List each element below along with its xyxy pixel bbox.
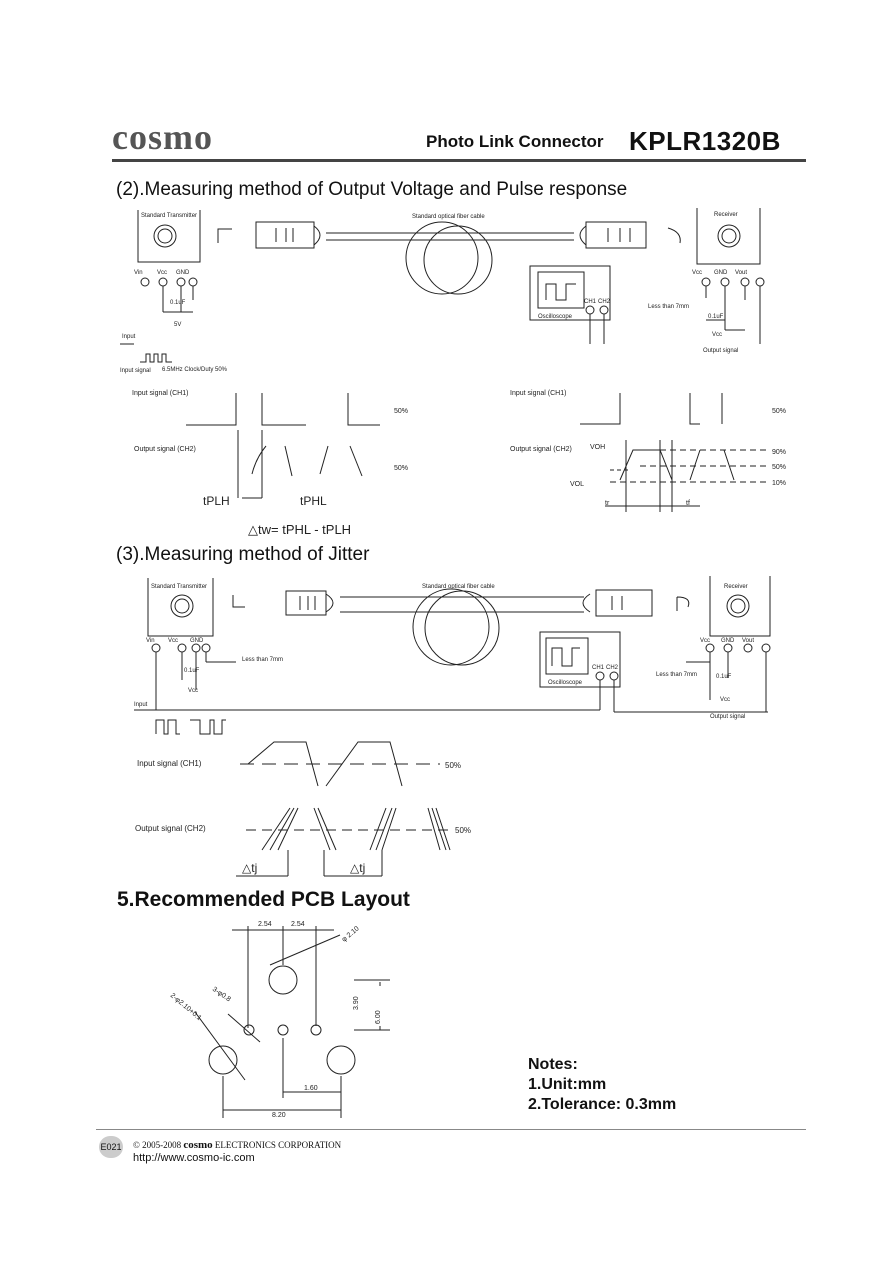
product-title: Photo Link Connector bbox=[426, 132, 604, 151]
notes-block: Notes: 1.Unit:mm 2.Tolerance: 0.3mm bbox=[528, 1055, 676, 1115]
rw-tf: tf bbox=[686, 500, 690, 507]
scope-label: Oscilloscope bbox=[538, 314, 573, 320]
lw-level-in: 50% bbox=[394, 408, 408, 415]
ch2-label: CH2 bbox=[598, 299, 611, 305]
notes-title: Notes: bbox=[528, 1056, 578, 1073]
tx-pin-vin: Vin bbox=[134, 270, 143, 276]
dim-254a: 2.54 bbox=[258, 921, 272, 928]
s3-tx-pin-vin: Vin bbox=[146, 638, 155, 644]
s3-scope-label: Oscilloscope bbox=[548, 680, 583, 686]
s3-rx-pin-gnd: GND bbox=[721, 638, 735, 644]
s3-input: Input bbox=[134, 702, 148, 708]
tx-pin-vcc: Vcc bbox=[157, 270, 167, 276]
rx-label: Receiver bbox=[714, 212, 738, 218]
tx-cap: 0.1uF bbox=[170, 300, 186, 306]
s3-rx-vcc: Vcc bbox=[720, 697, 730, 703]
dim-820: 8.20 bbox=[272, 1112, 286, 1119]
s3-output-wave-label: Output signal (CH2) bbox=[135, 824, 206, 833]
input-signal-label: Input signal bbox=[120, 368, 151, 374]
rw-output-label: Output signal (CH2) bbox=[510, 446, 572, 453]
copyright-prefix: © 2005-2008 bbox=[133, 1140, 182, 1150]
dim-254b: 2.54 bbox=[291, 921, 305, 928]
tx-label: Standard Transmitter bbox=[141, 213, 197, 219]
footer-corp: ELECTRONICS CORPORATION bbox=[214, 1140, 342, 1150]
s3-rx-pin-vout: Vout bbox=[742, 638, 754, 644]
s3-tx-pin-vcc: Vcc bbox=[168, 638, 178, 644]
brand-logo: cosmo bbox=[112, 117, 213, 157]
rw-tr: tr bbox=[605, 500, 610, 507]
s3-tx-less-than: Less than 7mm bbox=[242, 657, 283, 663]
s3-level-out: 50% bbox=[455, 826, 471, 835]
dim-phi210: φ 2.10 bbox=[341, 925, 361, 943]
s3-ch2-label: CH2 bbox=[606, 665, 619, 671]
dim-390: 3.90 bbox=[353, 996, 360, 1010]
cable-label: Standard optical fiber cable bbox=[412, 214, 485, 220]
rx-pin-vcc: Vcc bbox=[692, 270, 702, 276]
rx-output-signal: Output signal bbox=[703, 348, 738, 354]
lw-formula: △tw= tPHL - tPLH bbox=[248, 522, 351, 537]
tx-supply: 5V bbox=[174, 322, 181, 328]
s3-rx-cap: 0.1uF bbox=[716, 674, 732, 680]
s3-tx-label: Standard Transmitter bbox=[151, 584, 207, 590]
model-number: KPLR1320B bbox=[629, 126, 781, 156]
rw-l10: 10% bbox=[772, 480, 786, 487]
lw-level-out: 50% bbox=[394, 465, 408, 472]
section5-title: 5.Recommended PCB Layout bbox=[117, 888, 410, 911]
input-spec: 6.5MHz Clock/Duty 50% bbox=[162, 367, 228, 373]
tx-pin-gnd: GND bbox=[176, 270, 190, 276]
rw-vol: VOL bbox=[570, 481, 584, 488]
rw-l50: 50% bbox=[772, 464, 786, 471]
rx-cap: 0.1uF bbox=[708, 314, 724, 320]
s3-level-in: 50% bbox=[445, 761, 461, 770]
rx-pin-gnd: GND bbox=[714, 270, 728, 276]
rx-less-than: Less than 7mm bbox=[648, 304, 689, 310]
lw-output-label: Output signal (CH2) bbox=[134, 446, 196, 453]
s3-tx-vcc: Vcc bbox=[188, 688, 198, 694]
ch1-label: CH1 bbox=[584, 299, 597, 305]
s3-ch1-label: CH1 bbox=[592, 665, 605, 671]
footer-url[interactable]: http://www.cosmo-ic.com bbox=[133, 1152, 255, 1164]
lw-tplh: tPLH bbox=[203, 494, 230, 508]
footer-copyright: © 2005-2008 cosmo ELECTRONICS CORPORATIO… bbox=[133, 1139, 341, 1151]
s3-output-signal: Output signal bbox=[710, 714, 745, 720]
footer-rule bbox=[96, 1129, 806, 1130]
input-label: Input bbox=[122, 334, 136, 340]
lw-input-label: Input signal (CH1) bbox=[132, 390, 188, 397]
dim-600: 6.00 bbox=[375, 1010, 382, 1024]
s3-rx-pin-vcc: Vcc bbox=[700, 638, 710, 644]
s3-input-wave-label: Input signal (CH1) bbox=[137, 759, 202, 768]
notes-item: 2.Tolerance: 0.3mm bbox=[528, 1096, 677, 1113]
rw-input-label: Input signal (CH1) bbox=[510, 390, 566, 397]
dim-160: 1.60 bbox=[304, 1085, 318, 1092]
s3-dtj1: △tj bbox=[242, 861, 257, 875]
rw-level-in: 50% bbox=[772, 408, 786, 415]
dim-2phi: 2-φ2.10+0.1 bbox=[169, 992, 203, 1022]
s3-dtj2: △tj bbox=[350, 861, 365, 875]
header-rule bbox=[112, 159, 806, 162]
footer-brand: cosmo bbox=[183, 1139, 213, 1151]
lw-tphl: tPHL bbox=[300, 494, 327, 508]
section2-title: (2).Measuring method of Output Voltage a… bbox=[116, 179, 628, 200]
rx-pin-vout: Vout bbox=[735, 270, 747, 276]
page-code-badge: E021 bbox=[99, 1136, 123, 1158]
notes-item: 1.Unit:mm bbox=[528, 1076, 607, 1093]
section3-title: (3).Measuring method of Jitter bbox=[116, 544, 370, 565]
dim-3phi: 3-φ0.8 bbox=[211, 986, 232, 1004]
rw-l90: 90% bbox=[772, 449, 786, 456]
rw-voh: VOH bbox=[590, 444, 605, 451]
s3-rx-label: Receiver bbox=[724, 584, 748, 590]
s3-tx-pin-gnd: GND bbox=[190, 638, 204, 644]
rx-vcc: Vcc bbox=[712, 332, 722, 338]
s3-tx-cap: 0.1uF bbox=[184, 668, 200, 674]
s3-rx-less-than: Less than 7mm bbox=[656, 672, 697, 678]
s3-cable-label: Standard optical fiber cable bbox=[422, 584, 495, 590]
